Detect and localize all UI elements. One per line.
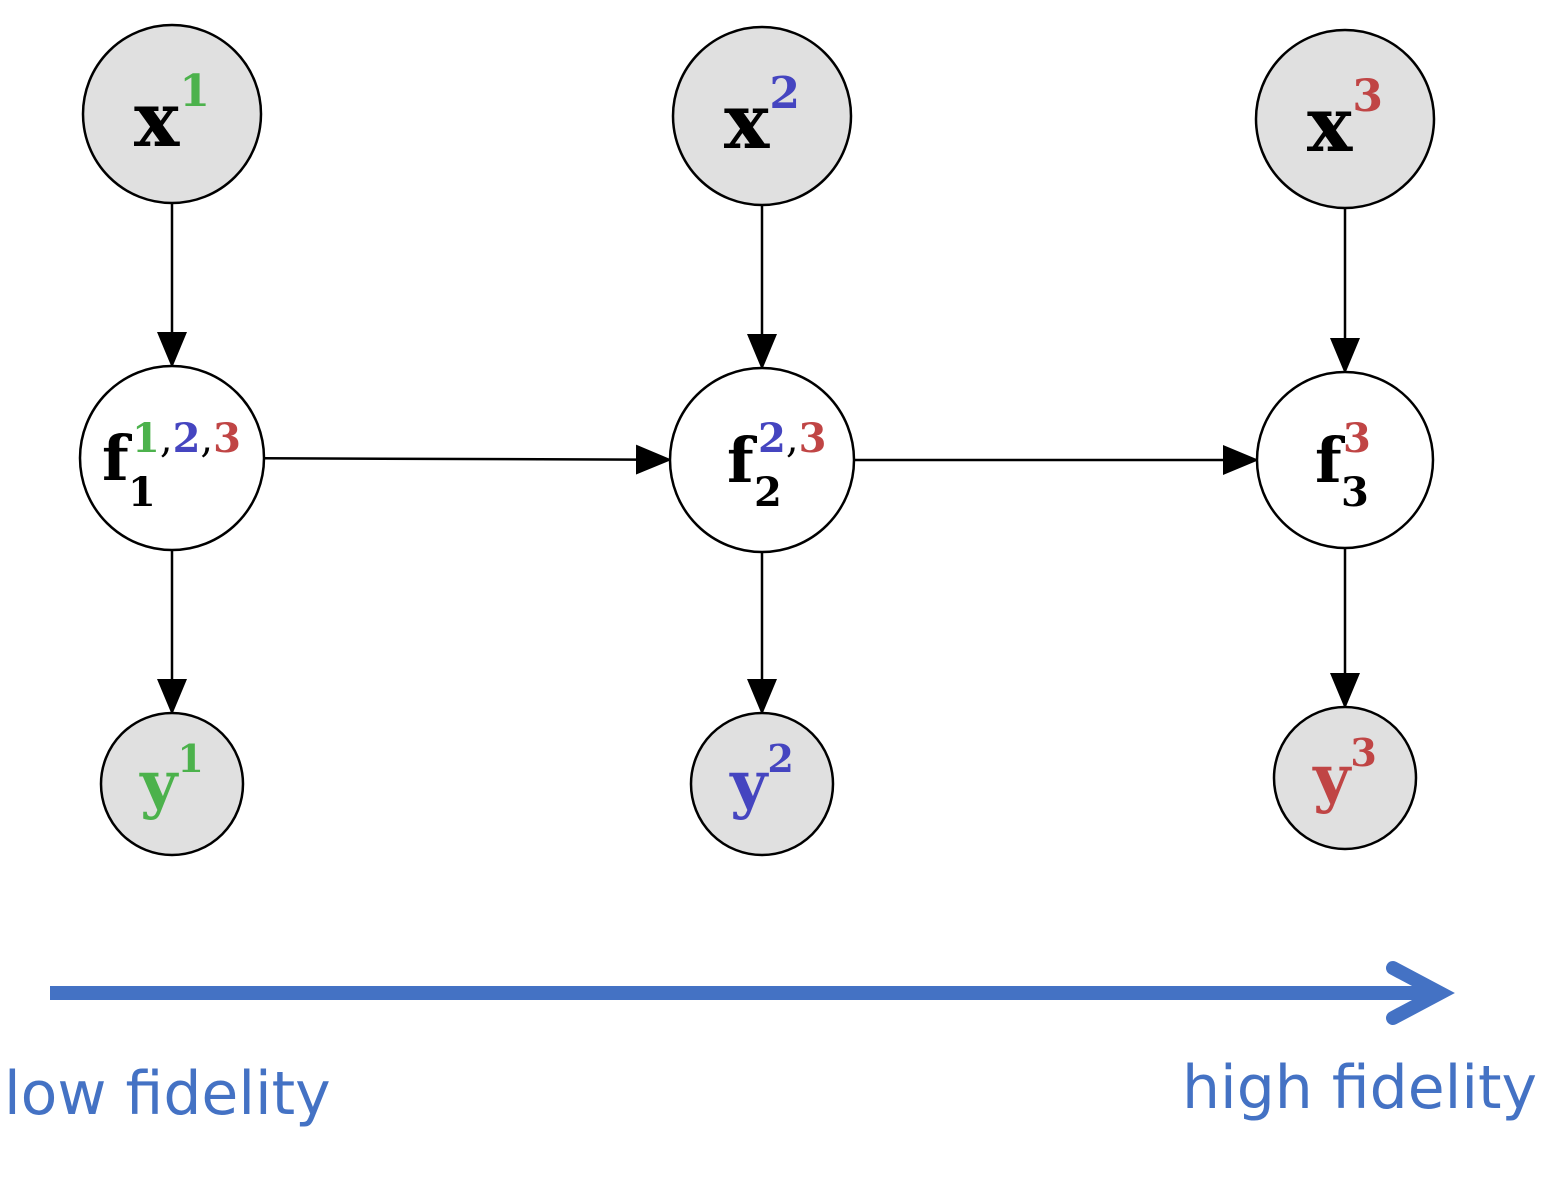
node-y3-circle <box>1272 705 1418 851</box>
node-f1-circle <box>78 364 266 552</box>
node-x3: x3 <box>1254 28 1436 210</box>
node-x1: x1 <box>81 23 263 205</box>
node-y1-label: y1 <box>139 736 204 822</box>
node-f2-subscript: 2 <box>754 469 782 516</box>
node-y2-label: y2 <box>729 736 794 822</box>
node-f3-subscript: 3 <box>1341 469 1369 516</box>
node-f3: f 3 3 <box>1255 370 1435 550</box>
node-x2-circle <box>671 25 853 207</box>
node-x1-label: x1 <box>134 66 210 164</box>
node-f2-superscript: 2,3 <box>758 415 826 462</box>
fidelity-axis-arrowhead <box>1386 961 1455 1025</box>
node-y1-circle <box>99 711 245 857</box>
node-f2: f 2 2,3 <box>668 366 856 554</box>
node-y2-circle <box>689 711 835 857</box>
node-y3-label: y3 <box>1312 730 1377 816</box>
edge-f1-to-f2 <box>263 444 673 475</box>
node-y1: y1 <box>99 711 245 857</box>
node-x2: x2 <box>671 25 853 207</box>
node-y3: y3 <box>1272 705 1418 851</box>
node-x2-label: x2 <box>724 68 800 166</box>
node-f1-label: f <box>102 422 132 495</box>
node-f3-superscript: 3 <box>1343 415 1371 462</box>
node-f3-label: f <box>1315 424 1345 497</box>
node-f1-superscript: 1,2,3 <box>132 415 241 462</box>
node-f1-subscript: 1 <box>128 469 156 516</box>
node-f1: f 1 1,2,3 <box>78 364 266 552</box>
high-fidelity-label: high fidelity <box>1182 1053 1538 1123</box>
low-fidelity-label: low fidelity <box>4 1059 331 1129</box>
node-x3-circle <box>1254 28 1436 210</box>
node-f2-label: f <box>727 424 757 497</box>
node-f3-circle <box>1255 370 1435 550</box>
node-f2-circle <box>668 366 856 554</box>
node-y2: y2 <box>689 711 835 857</box>
node-x3-label: x3 <box>1307 71 1383 169</box>
node-x1-circle <box>81 23 263 205</box>
fidelity-axis-arrow <box>50 961 1455 1025</box>
